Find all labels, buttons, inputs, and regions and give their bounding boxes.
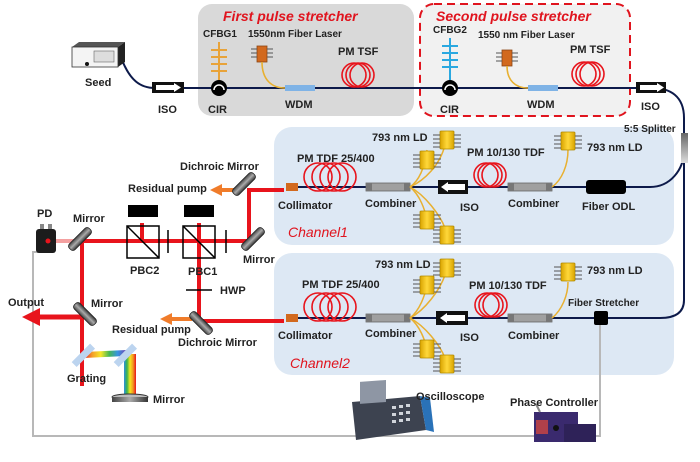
channel1-tdf-big-label: PM TDF 25/400 (297, 153, 375, 165)
channel2-collimator-label: Collimator (278, 330, 333, 342)
mirror-grating-label: Mirror (153, 394, 186, 406)
mirror-grating-icon (111, 393, 149, 402)
dispersed-beam-vertical (124, 354, 136, 394)
pbc1-label: PBC1 (188, 266, 217, 278)
channel1-tdf-small-label: PM 10/130 TDF (467, 147, 545, 159)
pbc2-icon (126, 205, 160, 259)
channel2-iso-label: ISO (460, 332, 479, 344)
channel2-label: Channel2 (290, 355, 350, 371)
tsf1-label: PM TSF (338, 46, 379, 58)
mirror-left-label: Mirror (73, 213, 106, 225)
phase-controller-icon (534, 403, 596, 442)
iso2-label: ISO (641, 101, 660, 113)
pbc1-icon (182, 205, 216, 259)
photodetector-icon (36, 224, 56, 253)
seed-label: Seed (85, 77, 111, 89)
dichroic-mirror-top-label: Dichroic Mirror (180, 161, 260, 173)
first-stretcher-title: First pulse stretcher (223, 8, 359, 24)
pump-fiber-2 (506, 65, 529, 89)
pbc2-label: PBC2 (130, 265, 159, 277)
channel1-combiner-right-icon (507, 182, 553, 192)
channel1-combiner-right-label: Combiner (508, 198, 560, 210)
dichroic-mirror-top-icon (230, 170, 258, 198)
splitter-label: 5:5 Splitter (624, 124, 676, 135)
pd-label: PD (37, 208, 52, 220)
fiber-stretcher-icon (594, 311, 608, 325)
second-stretcher-title: Second pulse stretcher (436, 8, 592, 24)
laser1550-label-1: 1550nm Fiber Laser (248, 29, 342, 40)
channel1-collimator-label: Collimator (278, 200, 333, 212)
oscilloscope-icon (352, 380, 434, 440)
oscilloscope-label: Oscilloscope (416, 391, 484, 403)
channel1-ld-right-label: 793 nm LD (587, 142, 643, 154)
dichroic-mirror-bottom-label: Dichroic Mirror (178, 337, 258, 349)
wdm1-label: WDM (285, 99, 313, 111)
grating-label: Grating (67, 373, 106, 385)
splitter-icon (681, 133, 688, 163)
cfbg2-label: CFBG2 (433, 25, 467, 36)
residual-pump-bottom-label: Residual pump (112, 324, 191, 336)
channel1-label: Channel1 (288, 224, 348, 240)
residual-pump-top-label: Residual pump (128, 183, 207, 195)
channel2-tdf-big-label: PM TDF 25/400 (302, 279, 380, 291)
cir1-label: CIR (208, 104, 227, 116)
residual-pump-bottom-arrow-icon (160, 313, 192, 325)
channel1-ld-left-label: 793 nm LD (372, 132, 428, 144)
channel1-combiner-left-label: Combiner (365, 198, 417, 210)
output-label: Output (8, 297, 44, 309)
output-arrow-icon (22, 308, 82, 326)
seed-laser-icon (71, 42, 125, 68)
channel2-ld-right-label: 793 nm LD (587, 265, 643, 277)
channel2-combiner-right-icon (507, 313, 553, 323)
fiber-odl-label: Fiber ODL (582, 201, 635, 213)
pd-cable (32, 251, 42, 262)
channel2-box (274, 253, 674, 375)
channel2-tdf-small-label: PM 10/130 TDF (469, 280, 547, 292)
channel2-combiner-left-icon (365, 313, 411, 323)
channel2-collimator-icon (286, 314, 298, 322)
main-fiber (121, 59, 685, 188)
channel1-combiner-left-icon (365, 182, 411, 192)
iso-label: ISO (158, 104, 177, 116)
circulator2-icon (442, 80, 458, 96)
fiber-odl-icon (586, 180, 626, 194)
cfbg1-label: CFBG1 (203, 29, 237, 40)
fiber-stretcher-label: Fiber Stretcher (568, 298, 639, 309)
phase-controller-label: Phase Controller (510, 397, 599, 409)
wdm1-icon (285, 85, 315, 91)
wdm2-icon (528, 85, 558, 91)
grating-1-icon (71, 343, 96, 368)
grating-2-icon (113, 343, 138, 368)
dispersed-beam (84, 350, 126, 358)
channel1-collimator-icon (286, 183, 298, 191)
channel1-isolator-icon (438, 180, 468, 194)
fiber-to-channel2 (600, 150, 685, 319)
mirror-output-label: Mirror (91, 298, 124, 310)
channel2-isolator-icon (436, 311, 468, 325)
isolator-2-icon (636, 82, 666, 93)
cfbg1-grating-icon (211, 42, 227, 82)
cir2-label: CIR (440, 104, 459, 116)
mirror-right-label: Mirror (243, 254, 276, 266)
channel1-iso-label: ISO (460, 202, 479, 214)
channel2-pump-fiber-right (551, 281, 569, 319)
feedback-line (32, 262, 601, 437)
isolator-icon (152, 82, 184, 93)
channel2-combiner-left-label: Combiner (365, 328, 417, 340)
channel2-ld-left-label: 793 nm LD (375, 259, 431, 271)
circulator-icon (211, 80, 227, 96)
pump-fiber-1 (261, 61, 286, 89)
tsf2-label: PM TSF (570, 44, 611, 56)
channel1-pump-fiber-right (551, 149, 569, 188)
wdm2-label: WDM (527, 99, 555, 111)
laser1550-label-2: 1550 nm Fiber Laser (478, 30, 575, 41)
channel2-combiner-right-label: Combiner (508, 330, 560, 342)
cfbg2-grating-icon (442, 38, 458, 82)
hwp-label: HWP (220, 285, 246, 297)
